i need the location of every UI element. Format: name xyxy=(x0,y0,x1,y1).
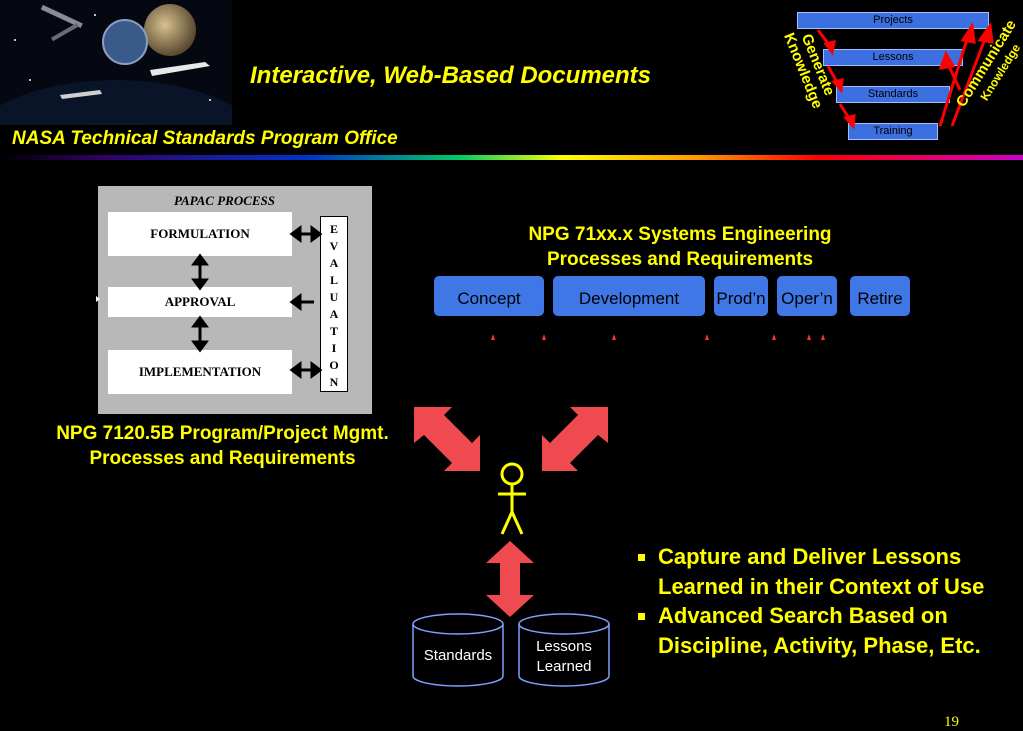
formulation-box: FORMULATION xyxy=(108,212,292,256)
evaluation-letter: T xyxy=(329,324,338,338)
pyramid-level-training: Training xyxy=(848,123,938,140)
evaluation-box: E V A L U A T I O N xyxy=(320,216,348,392)
pyramid-level-projects: Projects xyxy=(797,12,989,29)
lessons-label-line1: Lessons xyxy=(536,638,592,655)
npg7120-line1: NPG 7120.5B Program/Project Mgmt. xyxy=(56,423,389,444)
bullet-item: Capture and Deliver Lessons Learned in t… xyxy=(658,542,1012,601)
lessons-label-line2: Learned xyxy=(536,658,592,675)
npg71xx-line2: Processes and Requirements xyxy=(546,249,814,270)
user-figure-icon xyxy=(498,462,526,535)
npg7120-line2: Processes and Requirements xyxy=(89,448,356,469)
evaluation-letter: A xyxy=(329,307,339,321)
rainbow-divider xyxy=(0,155,1023,160)
lessons-database-icon xyxy=(518,613,610,687)
left-arrow-tip xyxy=(96,296,100,302)
implementation-box: IMPLEMENTATION xyxy=(108,350,292,394)
phase-production[interactable]: Prod’n xyxy=(714,276,768,316)
standards-database-label: Standards xyxy=(423,647,493,664)
evaluation-letter: N xyxy=(329,375,339,389)
lessons-database-label: Lessons Learned xyxy=(516,637,612,677)
standards-database-icon xyxy=(412,613,504,687)
pyramid-arrows xyxy=(816,21,994,130)
evaluation-letter: L xyxy=(329,273,338,287)
npg71xx-caption: NPG 71xx.x Systems Engineering Processes… xyxy=(470,222,890,272)
evaluation-letter: I xyxy=(331,341,337,355)
red-arrows-graphic xyxy=(414,407,608,617)
papac-arrows xyxy=(191,225,323,379)
phase-development[interactable]: Development xyxy=(553,276,705,316)
feature-bullets: Capture and Deliver Lessons Learned in t… xyxy=(632,542,1012,660)
npg7120-caption: NPG 7120.5B Program/Project Mgmt. Proces… xyxy=(20,421,425,471)
phase-milestone-markers xyxy=(491,334,825,340)
bullet-item: Advanced Search Based on Discipline, Act… xyxy=(658,601,1012,660)
office-name: NASA Technical Standards Program Office xyxy=(12,128,398,149)
evaluation-letter: V xyxy=(329,239,339,253)
phase-retire[interactable]: Retire xyxy=(850,276,910,316)
phase-concept[interactable]: Concept xyxy=(434,276,544,316)
page-title: Interactive, Web-Based Documents xyxy=(250,62,652,89)
page-number: 19 xyxy=(944,714,959,730)
nasa-logo-image xyxy=(0,0,266,220)
evaluation-letter: O xyxy=(329,358,339,372)
npg71xx-line1: NPG 71xx.x Systems Engineering xyxy=(528,224,832,245)
papac-process-diagram: PAPAC PROCESS FORMULATION APPROVAL IMPLE… xyxy=(98,186,372,414)
evaluation-letter: E xyxy=(329,222,338,236)
evaluation-letter: A xyxy=(329,256,339,270)
papac-title: PAPAC PROCESS xyxy=(174,193,276,208)
evaluation-letter: U xyxy=(329,290,339,304)
approval-box: APPROVAL xyxy=(108,287,292,317)
phase-operation[interactable]: Oper’n xyxy=(777,276,837,316)
